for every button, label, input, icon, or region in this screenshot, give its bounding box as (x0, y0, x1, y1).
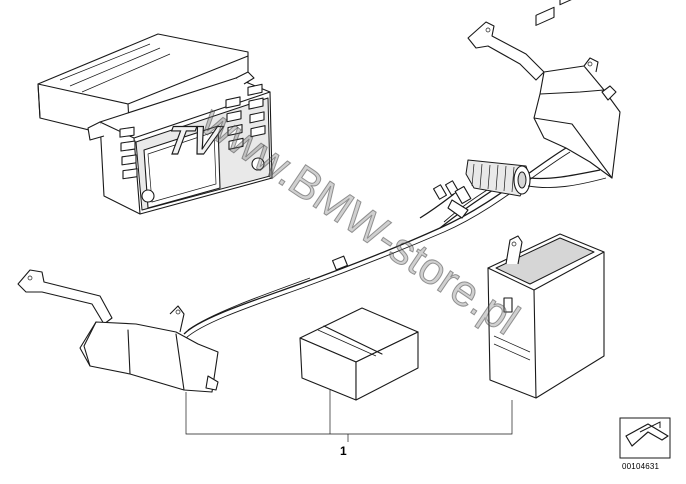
callout-lines (185, 390, 513, 442)
upper-right-bracket (467, 21, 621, 179)
diagram-id-label: 00104631 (622, 462, 660, 471)
wiring-harness (183, 147, 607, 339)
tv-tuner-module (487, 0, 605, 399)
tv-monitor-unit (37, 33, 273, 215)
kit-carton (299, 307, 419, 401)
right-knob (251, 157, 265, 171)
part-number-label: 1 (340, 444, 347, 458)
right-buttons (225, 83, 266, 150)
left-knob (141, 189, 155, 203)
orientation-icon (619, 417, 671, 459)
lower-left-bracket (17, 269, 219, 393)
wire-connectors (432, 180, 472, 219)
grommet (465, 159, 531, 197)
left-buttons (119, 126, 138, 180)
